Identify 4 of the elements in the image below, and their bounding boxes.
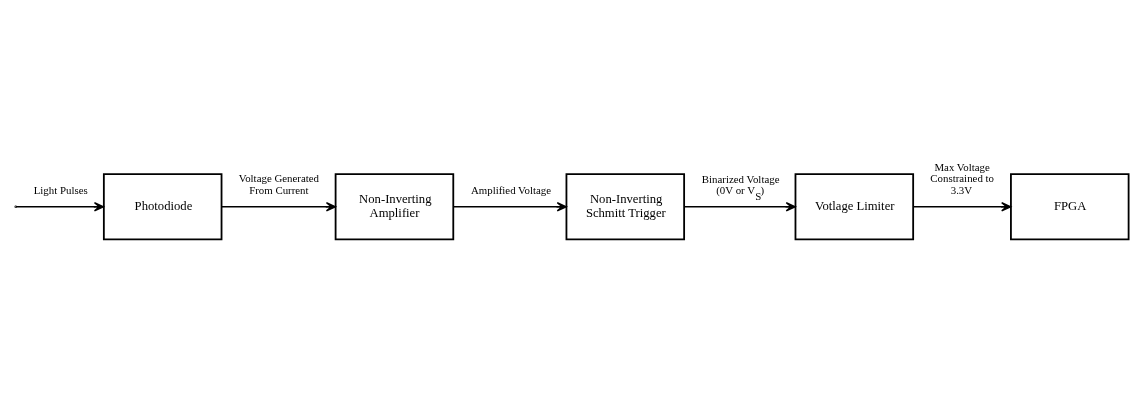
edge-label: Voltage Generated From Current [238,171,320,196]
edge-label: Light Pulses [33,184,88,197]
edge-label: Amplified Voltage [470,184,552,197]
edge-label: Max Voltage Constrained to 3.3V [930,160,994,197]
